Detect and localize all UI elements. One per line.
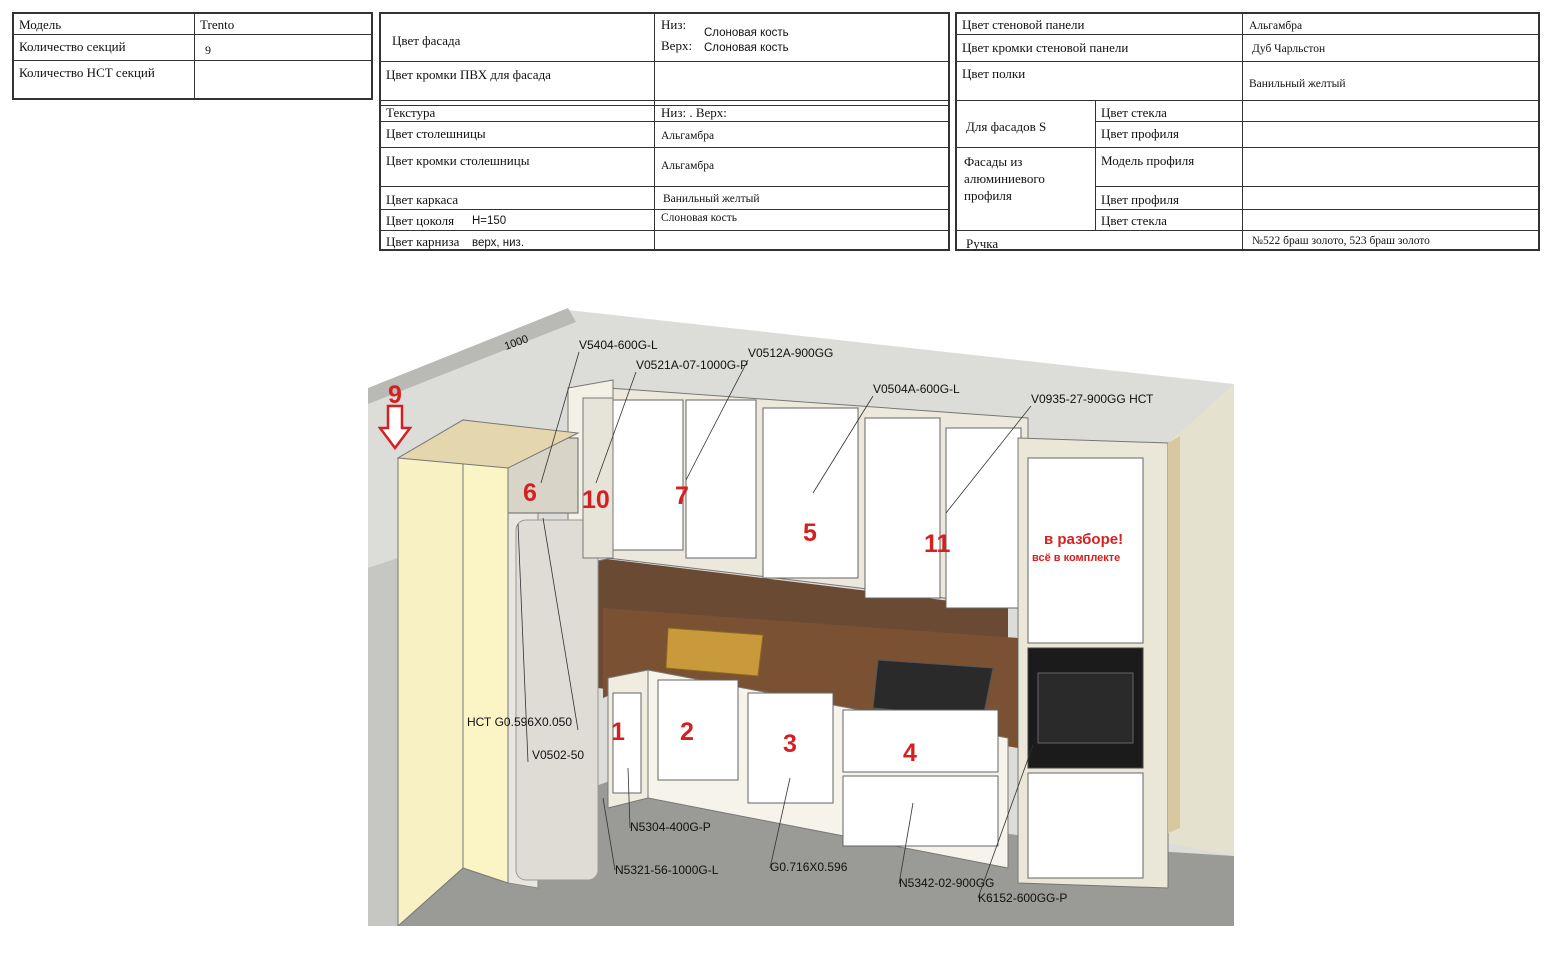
num-11: 11	[924, 530, 951, 558]
shelf-value: Ванильный желтый	[1249, 78, 1346, 90]
sections-label: Количество секций	[19, 39, 126, 54]
alu-model-label: Модель профиля	[1101, 153, 1195, 168]
nst-sections-label: Количество НСТ секций	[19, 65, 155, 80]
facade-bottom-value: Слоновая кость	[704, 27, 789, 39]
lower-cabinets	[607, 669, 1009, 869]
alu-profile-label: Цвет профиля	[1101, 192, 1179, 207]
num-1: 1	[611, 718, 625, 746]
code-v5404: V5404-600G-L	[579, 338, 658, 352]
plinth-label: Цвет цоколя	[386, 213, 455, 228]
nst-sections-value	[195, 63, 205, 67]
num-7: 7	[675, 482, 689, 510]
num-2: 2	[680, 718, 694, 746]
countertop-label: Цвет столешницы	[386, 126, 486, 141]
facades-s-profile-value	[1244, 124, 1254, 128]
num-6: 6	[523, 479, 537, 507]
num-4: 4	[903, 739, 917, 767]
shelf-label: Цвет полки	[962, 66, 1026, 81]
left-wall-top	[368, 308, 576, 404]
down-arrow-icon	[377, 404, 413, 451]
kitchen-render: 1000 V5404-600G-L V0521A-07-1000G-P V051…	[368, 308, 1234, 926]
wall-panel-label: Цвет стеновой панели	[962, 17, 1085, 32]
alu-facades-label: Фасады из алюминиевого профиля	[964, 154, 1045, 203]
carcass-value: Ванильный желтый	[663, 193, 760, 205]
code-v0935: V0935-27-900GG НСТ	[1031, 392, 1154, 406]
carcass-label: Цвет каркаса	[386, 192, 459, 207]
panel-table: Цвет стеновой панели Альгамбра Цвет кром…	[955, 12, 1540, 251]
code-v0512a: V0512A-900GG	[748, 346, 833, 360]
alu-glass-label: Цвет стекла	[1101, 213, 1167, 228]
code-n5342: N5342-02-900GG	[899, 876, 994, 890]
tall-column-right	[1017, 436, 1180, 889]
code-k6152: K6152-600GG-P	[978, 891, 1067, 905]
facade-bottom-key: Низ:	[661, 17, 687, 32]
facade-table: Цвет фасада Низ: Слоновая кость Верх: Сл…	[379, 12, 950, 251]
code-n5321: N5321-56-1000G-L	[615, 863, 719, 877]
countertop-value: Альгамбра	[661, 130, 715, 142]
facades-s-glass-label: Цвет стекла	[1101, 105, 1167, 120]
wall-panel-edge-value: Дуб Чарльстон	[1252, 43, 1326, 55]
facades-s-profile-label: Цвет профиля	[1101, 126, 1179, 141]
num-3: 3	[783, 730, 797, 758]
model-value: Trento	[200, 17, 235, 32]
cornice-extra: верх, низ.	[472, 237, 525, 249]
handle-value: №522 браш золото, 523 браш золото	[1252, 235, 1430, 247]
num-9: 9	[388, 381, 402, 409]
num-10: 10	[582, 486, 610, 514]
texture-value: Низ: . Верх:	[661, 105, 727, 120]
facade-top-key: Верх:	[661, 38, 693, 53]
facade-top-value: Слоновая кость	[704, 42, 789, 54]
facades-s-label: Для фасадов S	[966, 119, 1047, 134]
facades-s-glass-value	[1244, 103, 1254, 107]
leader-lines	[517, 351, 1034, 899]
model-table: Модель Trento Количество секций 9 Количе…	[12, 12, 373, 100]
num-5: 5	[803, 519, 817, 547]
texture-label: Текстура	[386, 105, 436, 120]
handle-label: Ручка	[966, 236, 999, 251]
plinth-extra: H=150	[472, 215, 507, 227]
facade-edge-value	[656, 65, 666, 69]
sections-value: 9	[205, 43, 211, 57]
tall-side-panel	[396, 419, 580, 926]
model-label: Модель	[19, 17, 62, 32]
left-wall-side	[368, 558, 398, 926]
code-v0504a: V0504A-600G-L	[873, 382, 960, 396]
cornice-label: Цвет карниза	[386, 234, 460, 249]
code-n5304: N5304-400G-P	[630, 820, 711, 834]
note-complete: всё в комплекте	[1032, 552, 1120, 564]
plinth-value: Слоновая кость	[661, 212, 738, 224]
code-g0716: G0.716X0.596	[770, 860, 848, 874]
wall-panel-edge-label: Цвет кромки стеновой панели	[962, 40, 1129, 55]
note-disassembled: в разборе!	[1044, 531, 1123, 548]
countertop-edge-label: Цвет кромки столешницы	[386, 153, 530, 168]
facade-edge-label: Цвет кромки ПВХ для фасада	[386, 67, 551, 82]
fridge-column	[507, 397, 614, 889]
wall-panel-value: Альгамбра	[1249, 20, 1303, 32]
countertop-edge-value: Альгамбра	[661, 160, 715, 172]
code-v0521a: V0521A-07-1000G-P	[636, 358, 748, 372]
right-wall	[1168, 384, 1234, 856]
cornice-value	[656, 232, 666, 236]
code-nst-g0596: НСТ G0.596X0.050	[467, 715, 572, 729]
code-v0502: V0502-50	[532, 748, 584, 762]
facade-color-label: Цвет фасада	[392, 33, 461, 48]
